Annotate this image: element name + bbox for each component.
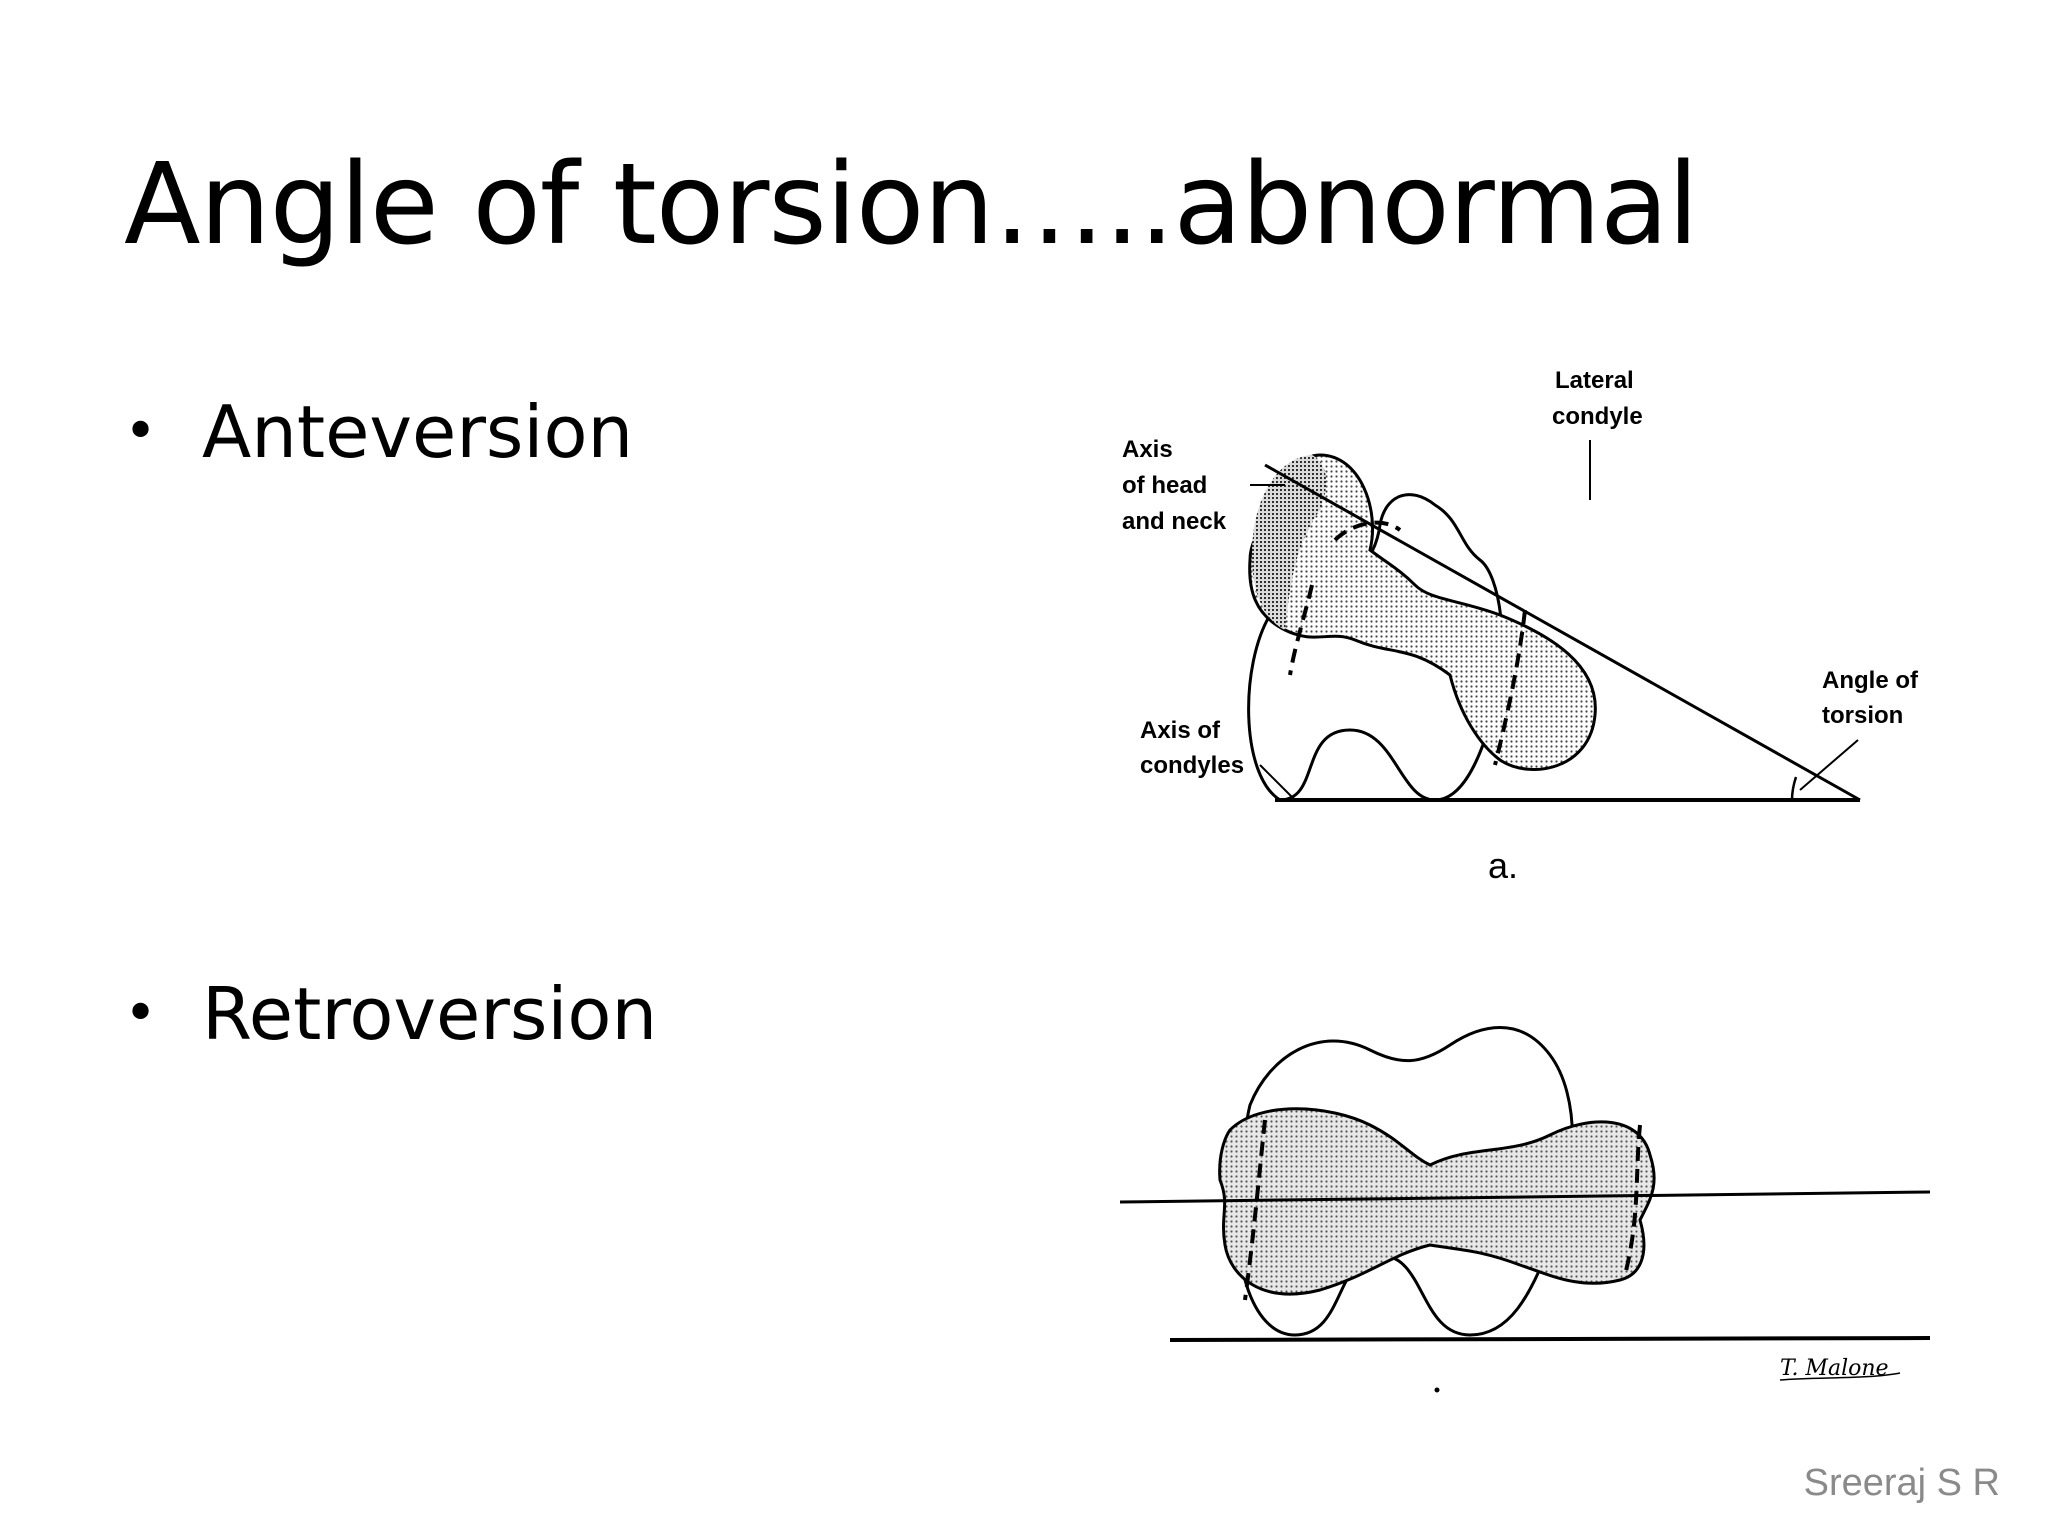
retroversion-diagram: T. Malone bbox=[1119, 1026, 1931, 1393]
angle-arc bbox=[1790, 776, 1798, 801]
bullet-text: Retroversion bbox=[202, 972, 658, 1056]
label-line: condyles bbox=[1140, 752, 1244, 779]
label-line: torsion bbox=[1822, 702, 1903, 729]
axis-head-neck-line bbox=[1119, 1190, 1931, 1204]
author-credit: Sreeraj S R bbox=[1803, 1462, 2000, 1504]
bullet-text: Anteversion bbox=[202, 390, 634, 474]
label-axis-condyles: Axis of condyles bbox=[1140, 717, 1244, 779]
leader-angle bbox=[1799, 739, 1859, 791]
bullet-marker: • bbox=[124, 399, 158, 464]
label-line: Axis bbox=[1122, 436, 1173, 463]
anteversion-diagram: Axis of head and neck Lateral condyle Ax… bbox=[1122, 367, 1925, 886]
leader-axis-condyles bbox=[1259, 764, 1296, 801]
stray-dot bbox=[1434, 1387, 1440, 1393]
slide-title: Angle of torsion…..abnormal bbox=[124, 140, 1699, 270]
label-line: condyle bbox=[1552, 403, 1643, 430]
axis-head-neck-line bbox=[1264, 463, 1861, 802]
label-line: Lateral bbox=[1555, 367, 1634, 394]
signature-underline bbox=[1779, 1372, 1901, 1381]
bullet-anteversion: • Anteversion bbox=[124, 390, 633, 474]
label-angle-of-torsion: Angle of torsion bbox=[1822, 667, 1925, 729]
femur-head-shading bbox=[1252, 455, 1327, 630]
hidden-contour bbox=[1288, 520, 1527, 766]
label-lateral-condyle: Lateral condyle bbox=[1552, 367, 1643, 430]
label-line: of head bbox=[1122, 472, 1207, 499]
bullet-marker: • bbox=[124, 981, 158, 1046]
axis-condyles-line bbox=[1169, 1336, 1931, 1342]
label-axis-head-neck: Axis of head and neck bbox=[1122, 436, 1227, 535]
label-line: Angle of bbox=[1822, 667, 1919, 694]
bullet-retroversion: • Retroversion bbox=[124, 972, 657, 1056]
label-line: Axis of bbox=[1140, 717, 1221, 744]
label-line: and neck bbox=[1122, 508, 1227, 535]
figure-caption: a. bbox=[1488, 845, 1518, 886]
femur-head-neck bbox=[1218, 1107, 1656, 1296]
